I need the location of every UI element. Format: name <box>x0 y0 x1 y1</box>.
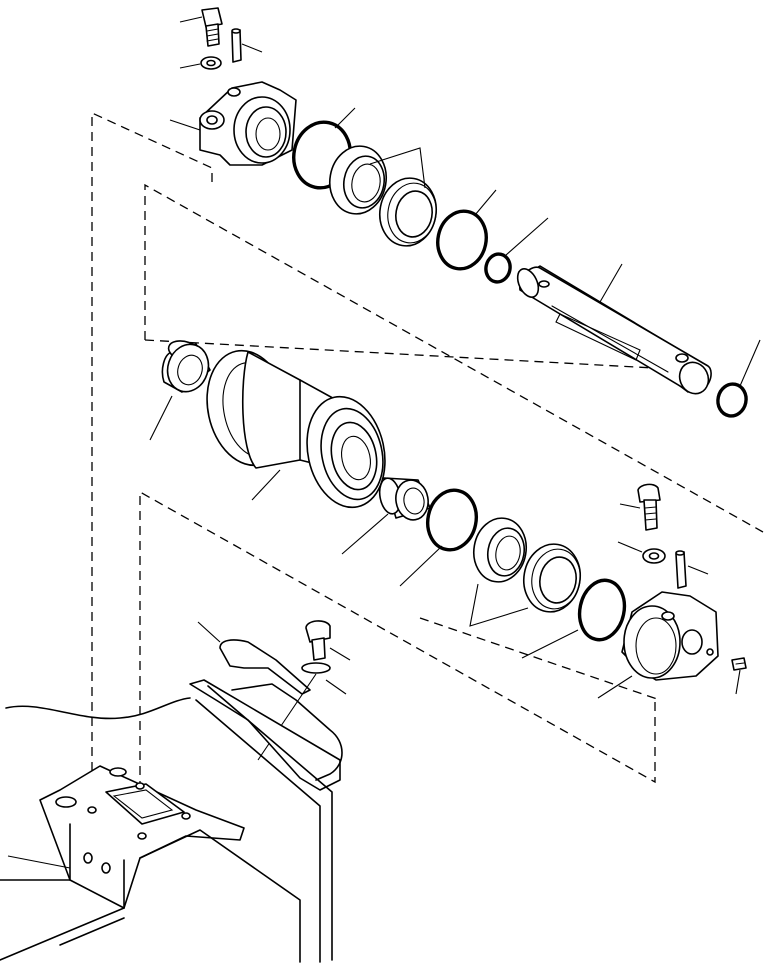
leader-o-ring-small-1 <box>505 217 549 256</box>
leader-washer-lower <box>617 541 643 553</box>
leader-roller <box>251 469 281 501</box>
o-ring-large-4 <box>577 578 627 642</box>
bolt-lower <box>637 483 661 531</box>
washer-lower <box>642 548 666 564</box>
leader-o-ring-4 <box>521 629 579 659</box>
bushing-right <box>378 477 431 521</box>
guide-bolt-guard <box>257 673 317 761</box>
leader-washer-guard <box>325 679 347 695</box>
leader-washer-top <box>179 63 201 69</box>
pin-lower <box>675 550 687 589</box>
leader-pin-lower <box>687 565 709 575</box>
leader-bolt-guard <box>329 647 351 661</box>
leader-bolt-lower <box>619 503 641 509</box>
leader-grease-fitting <box>735 669 741 695</box>
leader-bolt-top <box>179 16 203 23</box>
bracket-lower <box>621 591 719 681</box>
pin-top <box>231 28 242 63</box>
leader-track-frame <box>7 855 71 869</box>
assembly-guide-lines <box>91 111 764 820</box>
bolt-top <box>201 7 223 47</box>
track-frame <box>0 679 343 963</box>
floating-seal-bottom-b <box>523 543 581 613</box>
o-ring-large-3 <box>426 488 478 552</box>
leader-guard-plate <box>197 621 221 643</box>
leader-seal-top <box>369 147 426 189</box>
leader-bushing-right <box>341 513 389 555</box>
o-ring-small-2 <box>716 382 748 418</box>
guard-plate <box>219 639 311 695</box>
leader-seal-bottom <box>469 583 529 627</box>
leader-shaft <box>599 263 623 303</box>
bushing-left <box>161 340 211 393</box>
leader-o-ring-1 <box>334 107 356 129</box>
washer-top <box>200 56 222 70</box>
o-ring-small-1 <box>484 252 512 284</box>
leader-bracket-top <box>169 119 201 131</box>
leader-bushing-left <box>149 395 173 441</box>
leader-o-ring-2 <box>474 189 497 216</box>
floating-seal-top-b <box>379 177 437 247</box>
leader-bracket-lower <box>597 675 633 699</box>
leader-pin-top <box>241 43 263 53</box>
leader-o-ring-small-2 <box>739 339 761 387</box>
roller <box>206 349 386 509</box>
bolt-guard <box>301 620 331 674</box>
floating-seal-top-a <box>329 145 387 215</box>
grease-fitting <box>731 657 747 671</box>
shaft <box>516 265 712 395</box>
floating-seal-bottom-a <box>472 517 528 583</box>
bracket-top <box>199 81 297 166</box>
o-ring-large-2 <box>436 209 488 271</box>
leader-o-ring-3 <box>399 545 443 587</box>
